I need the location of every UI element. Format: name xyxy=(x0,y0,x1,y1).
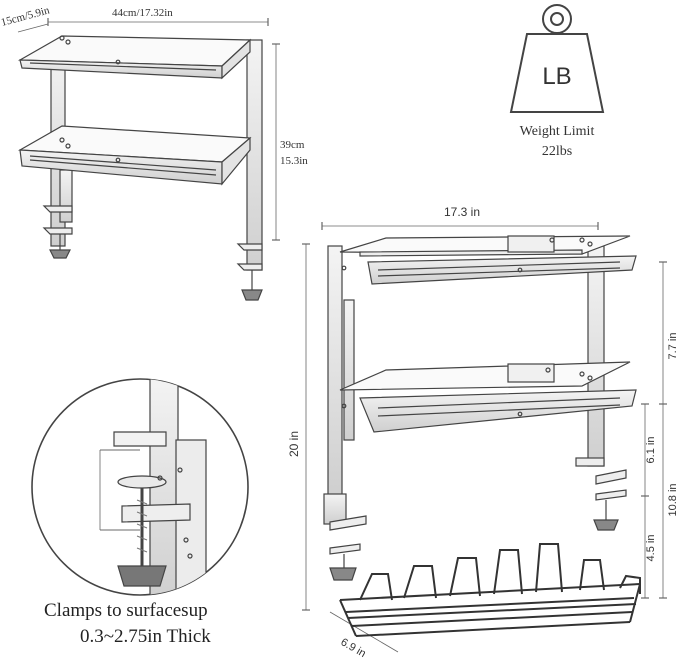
clamp-detail-circle xyxy=(31,378,249,596)
small-shelf-height-in-label: 15.3in xyxy=(280,155,308,167)
large-shelf-drawing xyxy=(302,222,667,653)
shelf-gap-label: 7.7 in xyxy=(667,333,679,360)
clamp-caption-line2: 0.3~2.75in Thick xyxy=(80,626,211,647)
lower-height-label: 10.8 in xyxy=(667,483,679,516)
large-shelf-total-height-label: 20 in xyxy=(287,431,301,457)
weight-icon xyxy=(509,4,605,113)
clamp-span-label: 6.1 in xyxy=(645,437,657,464)
small-shelf-width-label: 44cm/17.32in xyxy=(112,7,173,19)
tray-height-label: 4.5 in xyxy=(645,535,657,562)
small-shelf-height-cm-label: 39cm xyxy=(280,139,305,151)
large-shelf-width-label: 17.3 in xyxy=(444,205,480,219)
weight-icon-label: LB xyxy=(542,63,571,90)
weight-limit-title: Weight Limit xyxy=(520,124,595,139)
weight-limit-value: 22lbs xyxy=(542,144,572,159)
depth-label: 6.9 in xyxy=(339,636,368,660)
clamp-caption-line1: Clamps to surfacesup xyxy=(44,600,208,621)
small-shelf-drawing xyxy=(17,18,280,301)
